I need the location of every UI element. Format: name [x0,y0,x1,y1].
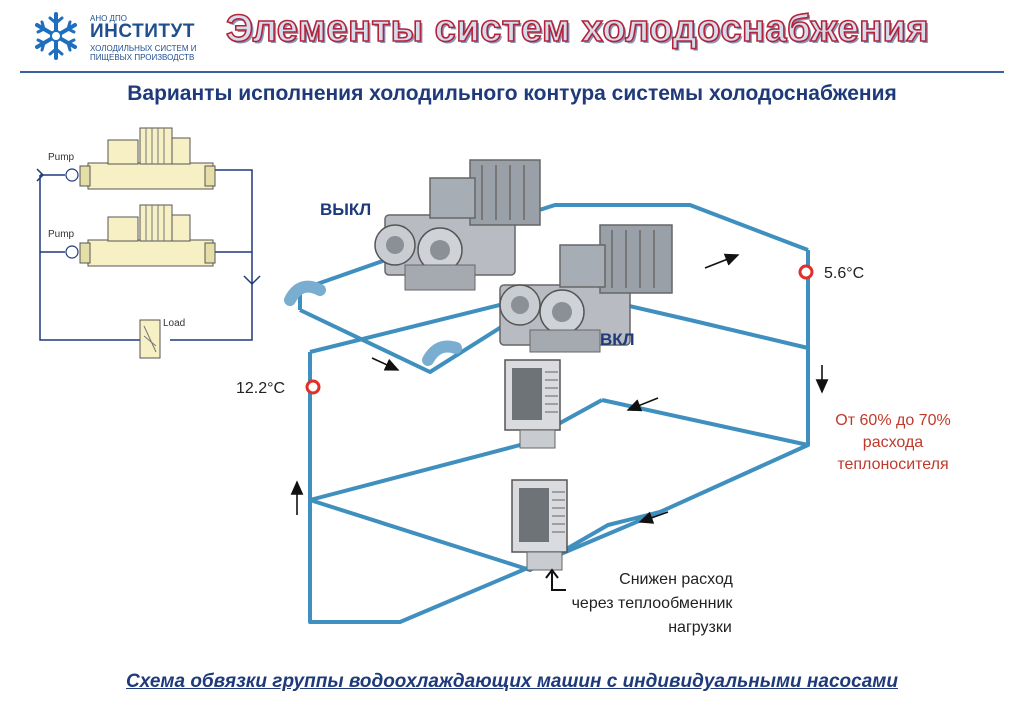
reduced-flow-line: через теплообменник [572,595,734,612]
flow-note-line: От 60% до 70% [835,412,950,429]
reduced-flow-note: Снижен расход через теплообменник нагруз… [572,571,734,636]
pipe-branch-lower [309,498,661,572]
chiller-on [499,224,673,353]
chiller-off-label: ВЫКЛ [320,200,371,219]
temp-sensor-return [305,379,321,395]
pipe-elbows [284,280,462,366]
logo-subtitle-line1: ХОЛОДИЛЬНЫХ СИСТЕМ И [90,44,197,53]
flow-arrow [371,357,400,371]
pipe-elbow [422,340,462,366]
title-divider [20,71,1004,73]
pipe-branch-return [659,443,809,514]
figure-caption: Схема обвязки группы водоохлаждающих маш… [126,671,898,692]
section-subtitle: Варианты исполнения холодильного контура… [127,82,897,105]
schematic-loop-right [170,169,253,341]
heat-exchanger-lower [511,479,568,571]
pointer-arrowhead [545,568,559,579]
chiller-on-label: ВКЛ [600,330,635,349]
schematic-loop-left [39,175,140,341]
reduced-flow-pointer [551,570,566,591]
pump-icon [65,168,79,182]
schematic-chiller-bottom [79,204,216,267]
flow-note-line: расхода [863,434,924,451]
flow-arrow [638,511,669,524]
flow-note: От 60% до 70% расхода теплоносителя [835,412,950,473]
page-title: Элементы систем холодоснабжения [225,7,930,51]
schematic-flow-arrow [243,275,261,286]
pump-icon [65,245,79,259]
temp-sensor-supply [798,264,814,280]
flow-arrow [704,253,740,269]
logo-name: ИНСТИТУТ [90,21,195,42]
heat-exchanger-upper [504,359,561,449]
load-label: Load [163,318,185,329]
logo-small-text: АНО ДПО [90,14,127,23]
schematic-flow-arrow-2 [36,168,45,182]
return-temperature: 12.2°C [236,380,285,397]
supply-temperature: 5.6°C [824,265,864,282]
flow-arrow [626,397,659,412]
flow-arrows [290,253,829,524]
pipe-elbow [284,280,326,306]
flow-note-line: теплоносителя [837,456,948,473]
pump-label-bottom: Pump [48,229,75,240]
small-schematic: Pump Pump [36,127,261,359]
chiller-off [374,159,541,291]
snowflake-icon [35,12,77,60]
reduced-flow-line: Снижен расход [619,571,733,588]
pump-label-top: Pump [48,152,75,163]
logo-subtitle-line2: ПИЩЕВЫХ ПРОИЗВОДСТВ [90,53,195,62]
institute-logo: АНО ДПО ИНСТИТУТ ХОЛОДИЛЬНЫХ СИСТЕМ И ПИ… [30,8,220,66]
reduced-flow-line: нагрузки [668,619,732,636]
pipe-supply-top [299,203,809,292]
schematic-chiller-top [79,127,216,190]
